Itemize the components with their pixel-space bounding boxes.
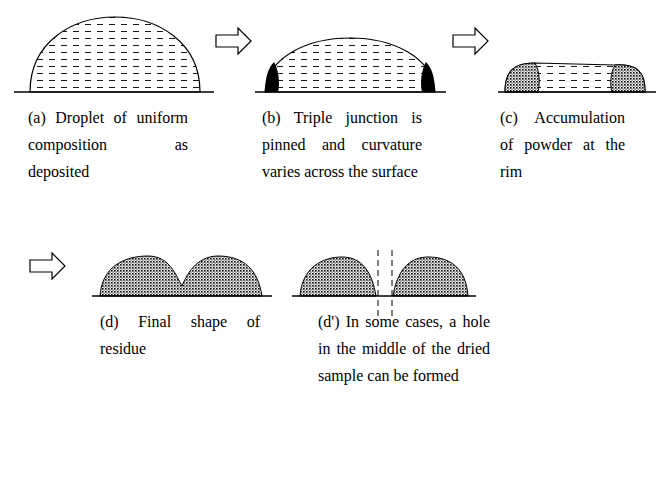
stage-caption: (d) Final shape of residue [100,308,260,362]
process-arrow [30,253,65,279]
residue-d-prime [292,250,476,316]
stage-caption: (a) Droplet of uniform composition as de… [28,104,188,185]
droplet-a [14,17,214,92]
stage-caption: (c) Accumulation of powder at the rim [500,104,625,185]
stage-caption: (d') In some cases, a hole in the middle… [318,308,490,389]
process-arrow [453,28,488,54]
process-arrow [216,28,251,54]
droplet-c [498,63,656,92]
residue-d [92,256,272,296]
droplet-b [255,38,446,92]
stage-caption: (b) Triple junction is pinned and curvat… [262,104,422,185]
